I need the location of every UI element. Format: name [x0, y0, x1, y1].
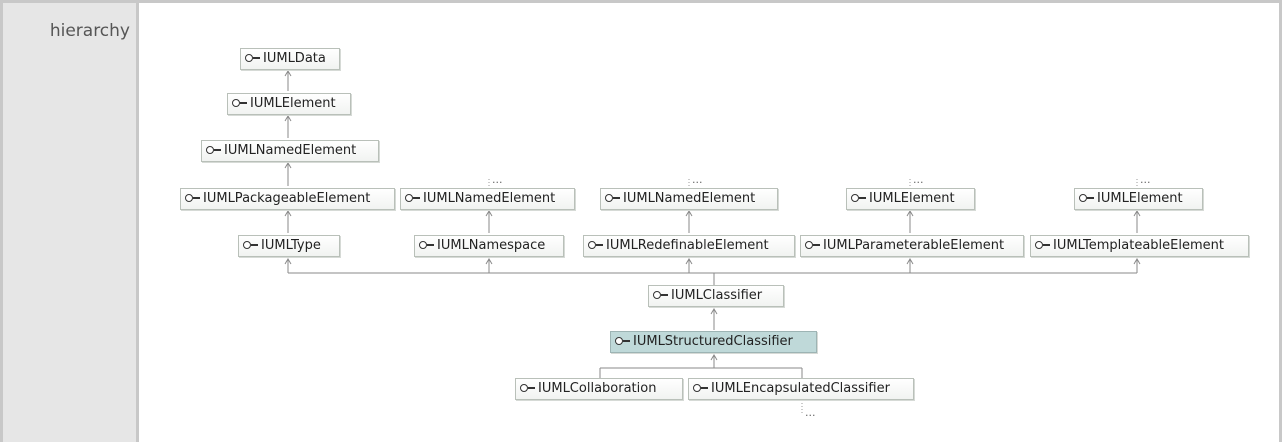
interface-icon: [605, 193, 620, 203]
node-label: IUMLElement: [1097, 191, 1183, 206]
row-label-cell: hierarchy: [3, 3, 139, 442]
node-label: IUMLClassifier: [671, 288, 763, 303]
node-iumlstructuredclassifier[interactable]: IUMLStructuredClassifier: [610, 331, 817, 353]
arrow-namespace-named2: [485, 210, 493, 217]
ellipsis-element3: ...: [1140, 173, 1151, 186]
arrow-type-packageable: [284, 210, 292, 217]
node-iumldata[interactable]: IUMLData: [240, 48, 340, 70]
arrow-redefinable-named3: [685, 210, 693, 217]
interface-icon: [245, 53, 260, 63]
node-iumlnamedelement-3[interactable]: IUMLNamedElement: [600, 188, 778, 210]
arrow-fan-parameterable: [906, 258, 914, 265]
interface-icon: [206, 145, 221, 155]
node-label: IUMLParameterableElement: [823, 238, 1005, 253]
node-label: IUMLRedefinableElement: [606, 238, 769, 253]
node-iumlnamedelement-2[interactable]: IUMLNamedElement: [400, 188, 575, 210]
interface-icon: [693, 383, 708, 393]
interface-icon: [588, 240, 603, 250]
node-iumlelement[interactable]: IUMLElement: [227, 93, 351, 115]
ellipsis-encapsulated: ...: [805, 406, 816, 419]
arrow-fan-templateable: [1133, 258, 1141, 265]
node-iumlnamespace[interactable]: IUMLNamespace: [414, 235, 564, 257]
ellipsis-named3: ...: [692, 173, 703, 186]
node-label: IUMLStructuredClassifier: [633, 334, 793, 349]
node-label: IUMLType: [261, 238, 321, 253]
node-iumlelement-3[interactable]: IUMLElement: [1074, 188, 1203, 210]
node-label: IUMLNamespace: [437, 238, 546, 253]
node-iumlparameterableelement[interactable]: IUMLParameterableElement: [800, 235, 1024, 257]
interface-icon: [232, 98, 247, 108]
node-iumlpackageableelement[interactable]: IUMLPackageableElement: [180, 188, 395, 210]
arrow-element-data: [284, 70, 292, 77]
interface-icon: [520, 383, 535, 393]
node-label: IUMLNamedElement: [423, 191, 556, 206]
interface-icon: [851, 193, 866, 203]
interface-icon: [805, 240, 820, 250]
node-label: IUMLData: [263, 51, 326, 66]
arrow-named-element: [284, 115, 292, 122]
interface-icon: [653, 290, 668, 300]
arrow-fan-namespace: [485, 258, 493, 265]
arrow-templateable-element3: [1133, 210, 1141, 217]
row-label: hierarchy: [49, 21, 130, 41]
arrow-parameterable-element2: [906, 210, 914, 217]
interface-icon: [185, 193, 200, 203]
interface-icon: [1079, 193, 1094, 203]
arrow-fan-type: [284, 258, 292, 265]
node-iumltype[interactable]: IUMLType: [238, 235, 340, 257]
node-iumlencapsulatedclassifier[interactable]: IUMLEncapsulatedClassifier: [688, 378, 914, 400]
hierarchy-edges: [284, 70, 1141, 415]
interface-icon: [419, 240, 434, 250]
node-iumlclassifier[interactable]: IUMLClassifier: [648, 285, 784, 307]
ellipsis-element2: ...: [913, 173, 924, 186]
node-label: IUMLNamedElement: [224, 143, 357, 158]
node-iumlelement-2[interactable]: IUMLElement: [846, 188, 975, 210]
node-label: IUMLTemplateableElement: [1053, 238, 1224, 253]
node-label: IUMLNamedElement: [623, 191, 756, 206]
arrow-packageable-named: [284, 162, 292, 169]
node-iumlredefinableelement[interactable]: IUMLRedefinableElement: [583, 235, 795, 257]
node-label: IUMLPackageableElement: [203, 191, 371, 206]
interface-icon: [243, 240, 258, 250]
arrow-children: [710, 354, 718, 361]
interface-icon: [405, 193, 420, 203]
node-label: IUMLCollaboration: [538, 381, 657, 396]
node-label: IUMLElement: [869, 191, 955, 206]
interface-icon: [1035, 240, 1050, 250]
node-iumlnamedelement[interactable]: IUMLNamedElement: [201, 140, 379, 162]
node-iumltemplateableelement[interactable]: IUMLTemplateableElement: [1030, 235, 1249, 257]
arrow-fan-redefinable: [685, 258, 693, 265]
node-label: IUMLEncapsulatedClassifier: [711, 381, 890, 396]
node-iumlcollaboration[interactable]: IUMLCollaboration: [515, 378, 683, 400]
arrow-structured-classifier: [710, 308, 718, 315]
interface-icon: [615, 336, 630, 346]
ellipsis-named2: ...: [492, 173, 503, 186]
node-label: IUMLElement: [250, 96, 336, 111]
hierarchy-diagram: ... ... ... ... ... IUMLData IUMLElement…: [3, 3, 1279, 442]
